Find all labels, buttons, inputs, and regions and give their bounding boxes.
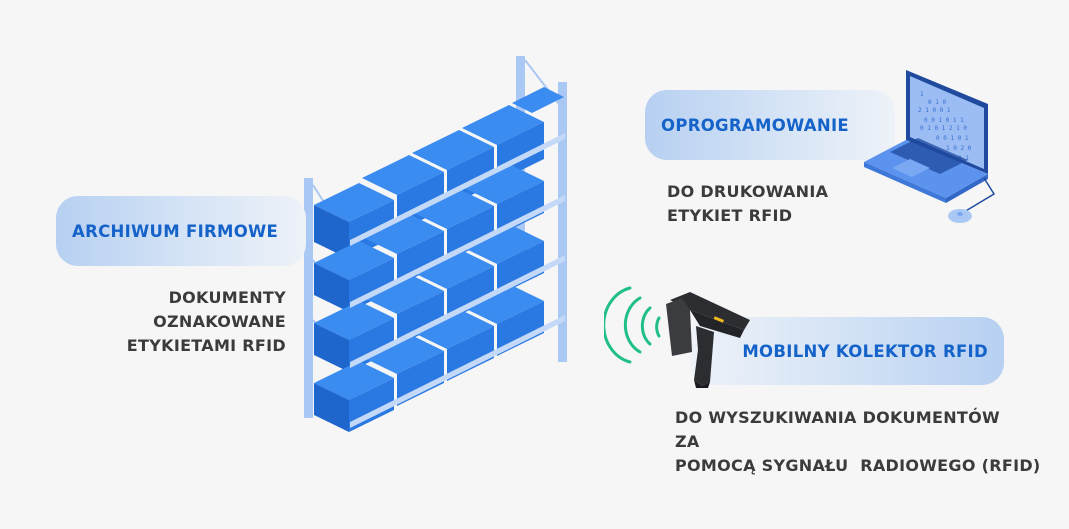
software-title: OPROGRAMOWANIE xyxy=(661,115,849,135)
svg-text:0 0 1 0 1: 0 0 1 0 1 xyxy=(936,135,969,142)
rfid-scanner-illustration xyxy=(660,290,760,390)
software-description: DO DRUKOWANIA ETYKIET RFID xyxy=(667,180,867,228)
software-description-line: ETYKIET RFID xyxy=(667,206,793,225)
svg-text:0 1 0 1 2 1 0: 0 1 0 1 2 1 0 xyxy=(920,125,967,132)
collector-title: MOBILNY KOLEKTOR RFID xyxy=(742,341,988,361)
software-title-pill: OPROGRAMOWANIE xyxy=(645,90,895,160)
shelf-with-boxes-icon xyxy=(304,56,567,432)
shelf-illustration xyxy=(300,50,580,435)
collector-description-line: POMOCĄ SYGNAŁU RADIOWEGO (RFID) xyxy=(675,456,1041,475)
archive-title: ARCHIWUM FIRMOWE xyxy=(72,221,279,241)
svg-text:0 0 1 0 1 1: 0 0 1 0 1 1 xyxy=(924,117,964,124)
svg-text:2 1 0 0 1: 2 1 0 0 1 xyxy=(918,107,951,114)
svg-text:1 0 2 0: 1 0 2 0 xyxy=(946,145,972,152)
software-description-line: DO DRUKOWANIA xyxy=(667,182,829,201)
rfid-scanner-icon xyxy=(666,292,750,388)
archive-description-line: ETYKIETAMI RFID xyxy=(126,336,286,355)
collector-description: DO WYSZUKIWANIA DOKUMENTÓW ZA POMOCĄ SYG… xyxy=(675,406,1041,478)
archive-title-pill: ARCHIWUM FIRMOWE xyxy=(56,196,306,266)
collector-description-line: DO WYSZUKIWANIA DOKUMENTÓW ZA xyxy=(675,408,1000,451)
rfid-signal-waves xyxy=(604,278,664,368)
svg-text:1: 1 xyxy=(920,91,924,98)
archive-description-line: DOKUMENTY xyxy=(168,288,286,307)
archive-description: DOKUMENTY OZNAKOWANE ETYKIETAMI RFID xyxy=(100,286,286,358)
laptop-icon: 1 0 1 0 2 1 0 0 1 0 0 1 0 1 1 0 1 0 1 2 1 … xyxy=(864,70,996,223)
archive-description-line: OZNAKOWANE xyxy=(153,312,286,331)
laptop-illustration: 1 0 1 0 2 1 0 0 1 0 0 1 0 1 1 0 1 0 1 2 1 … xyxy=(860,66,1010,236)
signal-waves-icon xyxy=(604,286,661,364)
svg-text:0 1 0: 0 1 0 xyxy=(928,99,946,106)
